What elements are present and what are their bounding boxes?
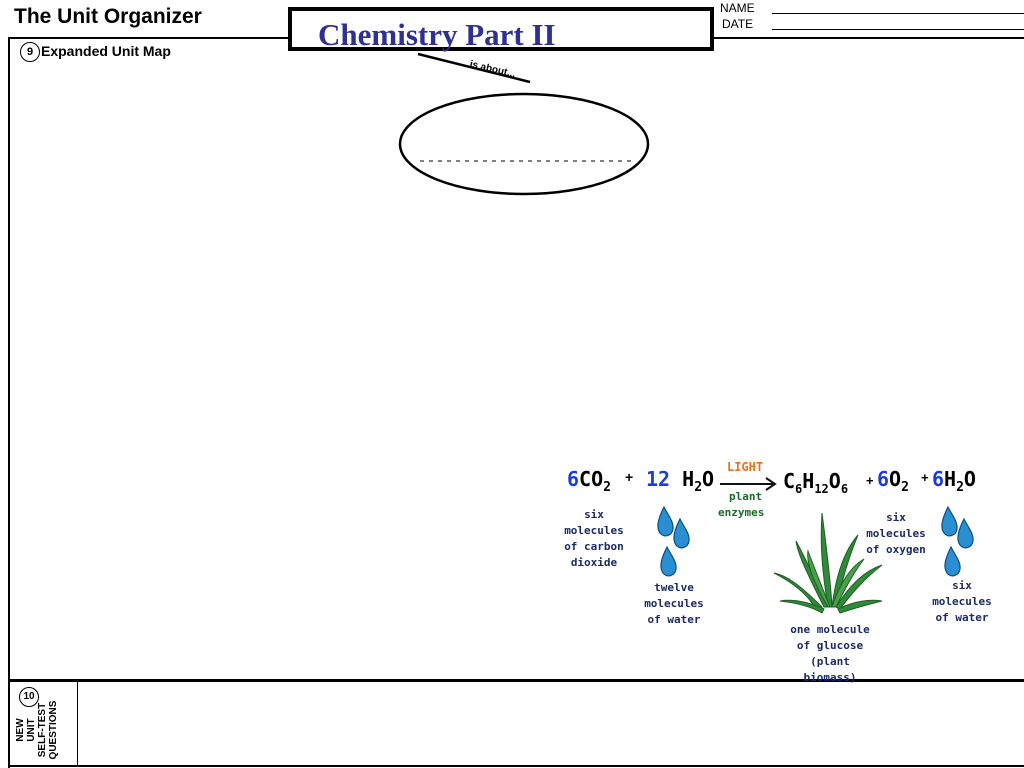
questions-divider: [77, 681, 78, 765]
plant-icon: [773, 512, 883, 614]
reactant-h2o: 12 H2O: [646, 467, 714, 495]
map-section-label: Expanded Unit Map: [41, 43, 171, 59]
date-field[interactable]: [772, 29, 1024, 30]
product-h2o: 6H2O: [932, 467, 976, 495]
section-number-10: 10: [19, 687, 39, 707]
water-drop: [660, 545, 677, 577]
sub-co2: 2: [603, 480, 611, 495]
frame-border-top: [8, 37, 290, 39]
frame-border-bottom: [8, 765, 1024, 767]
water-drop: [957, 517, 974, 549]
enzyme-label-2: enzymes: [718, 506, 765, 519]
light-label: LIGHT: [727, 460, 764, 474]
sub-h2o: 2: [694, 480, 703, 495]
water-drop: [657, 505, 674, 537]
unit-title: Chemistry Part II: [318, 17, 556, 52]
section-divider: [8, 679, 1024, 682]
water-drop: [673, 517, 690, 549]
section-number-9: 9: [20, 42, 40, 62]
formula-co2: CO: [579, 467, 604, 491]
unit-topic-oval: [398, 92, 650, 196]
formula-h2o-tail: O: [702, 467, 715, 491]
app-title: The Unit Organizer: [14, 5, 202, 28]
reactant-co2: 6CO2: [567, 467, 611, 495]
equation-graphic: [657, 477, 974, 614]
product-o2: 6O2: [877, 467, 909, 495]
name-field[interactable]: [772, 13, 1024, 14]
coef-h2o: 12: [646, 467, 671, 491]
questions-section-label: NEW UNIT SELF-TEST QUESTIONS: [15, 696, 83, 764]
questions-label-line: SELF-TEST: [37, 702, 48, 758]
water-drop: [941, 505, 958, 537]
enzyme-label-1: plant: [729, 490, 763, 503]
photosynthesis-equation: 6CO2 + 12 H2O LIGHT plant enzymes C6H12O…: [560, 455, 1024, 684]
water-drops-in: [657, 505, 690, 577]
formula-h2o: H: [682, 467, 695, 491]
frame-border-left: [8, 37, 10, 768]
name-label: NAME: [720, 1, 755, 15]
plus-2: +: [866, 473, 874, 488]
product-glucose: C6H12O6: [783, 469, 849, 496]
water-drop: [944, 545, 961, 577]
connector-line: [417, 52, 531, 84]
unit-topic-input[interactable]: [412, 102, 636, 156]
water-drops-out: [941, 505, 974, 577]
plus-3: +: [921, 470, 929, 485]
questions-label-line: UNIT: [26, 718, 37, 742]
questions-label-line: QUESTIONS: [48, 700, 59, 760]
unit-title-box[interactable]: Chemistry Part II: [288, 7, 714, 52]
reaction-arrow-head: [765, 477, 777, 491]
coef-co2: 6: [567, 467, 580, 491]
questions-label-line: NEW: [15, 718, 26, 742]
frame-border-top-right: [714, 37, 1024, 39]
self-test-questions-area[interactable]: [80, 683, 1020, 763]
date-label: DATE: [722, 17, 754, 31]
plus-1: +: [625, 469, 634, 485]
